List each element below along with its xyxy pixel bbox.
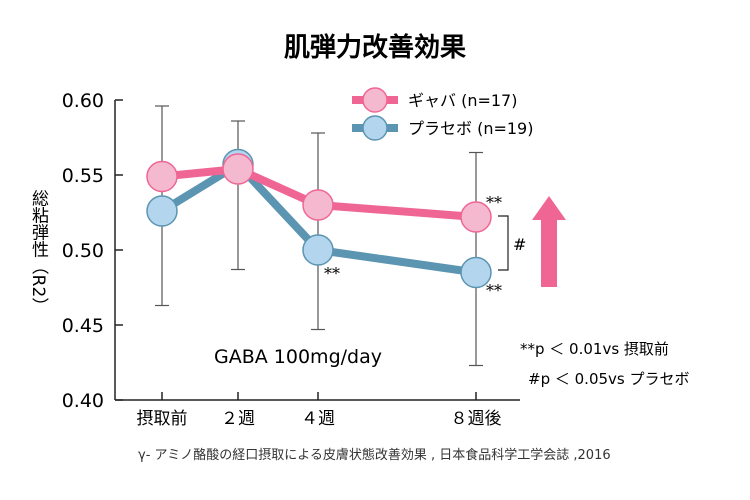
legend: ギャバ (n=17) プラセボ (n=19) bbox=[352, 87, 533, 141]
condition-label: GABA 100mg/day bbox=[214, 346, 382, 368]
y-ticks: 0.40 0.45 0.50 0.55 0.60 bbox=[62, 90, 123, 412]
source-citation: γ- アミノ酪酸の経口摂取による皮膚状態改善効果 , 日本食品科学工学会誌 ,2… bbox=[138, 447, 611, 463]
error-bars bbox=[155, 105, 483, 367]
y-tick-label: 0.60 bbox=[62, 90, 104, 112]
data-point-placebo bbox=[146, 195, 178, 227]
series-line-gaba bbox=[161, 165, 477, 221]
legend-label-gaba: ギャバ (n=17) bbox=[408, 91, 517, 110]
data-point-placebo bbox=[460, 256, 492, 289]
data-point-gaba bbox=[146, 160, 178, 193]
note-placebo: #p ＜ 0.05vs プラセボ bbox=[528, 370, 690, 388]
series-group bbox=[146, 148, 492, 289]
data-point-gaba bbox=[460, 201, 492, 233]
y-tick-label: 0.50 bbox=[62, 240, 104, 262]
x-ticks: 摂取前 ２週 ４週 ８週後 bbox=[137, 392, 502, 429]
x-tick-label: 摂取前 bbox=[137, 409, 188, 429]
legend-label-placebo: プラセボ (n=19) bbox=[408, 119, 533, 138]
sig-placebo-4w: ** bbox=[324, 264, 340, 283]
x-tick-label: ２週 bbox=[221, 409, 255, 429]
x-tick-label: ８週後 bbox=[451, 409, 502, 429]
sig-gaba-8w: ** bbox=[486, 193, 502, 212]
group-bracket bbox=[498, 215, 509, 271]
y-axis-label: 総粘弾性（R2） bbox=[28, 190, 49, 315]
x-tick-label: ４週 bbox=[301, 409, 335, 429]
legend-marker-placebo bbox=[362, 115, 388, 141]
y-tick-label: 0.55 bbox=[62, 165, 104, 187]
y-tick-label: 0.45 bbox=[62, 315, 104, 337]
data-point-placebo bbox=[302, 234, 334, 266]
series-line-placebo bbox=[159, 160, 477, 277]
sig-between-groups: # bbox=[513, 235, 526, 254]
note-baseline: **p ＜ 0.01vs 摂取前 bbox=[520, 340, 669, 358]
y-tick-label: 0.40 bbox=[62, 390, 104, 412]
improvement-arrow bbox=[532, 196, 566, 287]
data-point-gaba bbox=[302, 189, 334, 221]
data-point-gaba bbox=[222, 153, 254, 185]
chart-title: 肌弾力改善効果 bbox=[284, 32, 466, 63]
legend-marker-gaba bbox=[362, 87, 388, 113]
sig-placebo-8w: ** bbox=[486, 281, 502, 300]
